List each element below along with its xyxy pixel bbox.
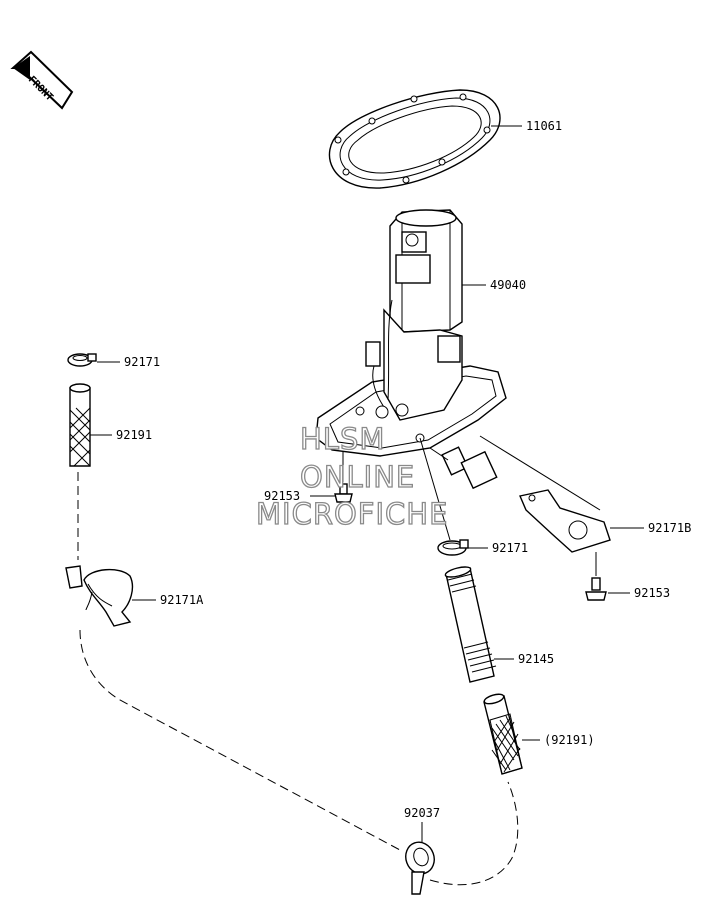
callout-92171A: 92171A <box>160 593 204 607</box>
sleeve-92191-left <box>69 383 91 467</box>
watermark: HLSM ONLINE MICROFICHE <box>255 421 448 531</box>
watermark-line-1: HLSM <box>300 422 385 456</box>
callout-92037: 92037 <box>404 806 440 820</box>
callout-92171-hose: 92171 <box>124 355 160 369</box>
callout-92191-right: (92191) <box>544 733 595 747</box>
fuel-pump-49040 <box>315 209 507 490</box>
hose-92145 <box>444 566 497 683</box>
callout-11061: 11061 <box>526 119 562 133</box>
callout-92171B: 92171B <box>648 521 691 535</box>
pump-to-clamp-line <box>419 437 451 541</box>
sleeve-92191-right <box>483 693 523 775</box>
bracket-92171B <box>519 489 611 553</box>
routing-line-lower <box>79 629 401 851</box>
callout-49040: 49040 <box>490 278 526 292</box>
watermark-line-3: MICROFICHE <box>256 497 448 531</box>
bolt-92153-right <box>585 577 607 601</box>
holder-92171A <box>65 565 134 627</box>
callout-92153-right: 92153 <box>634 586 670 600</box>
callout-92145: 92145 <box>518 652 554 666</box>
gasket-11061 <box>328 89 501 189</box>
callout-92153-left: 92153 <box>264 489 300 503</box>
watermark-line-2: ONLINE <box>300 460 415 494</box>
bracket-connector-line <box>479 435 601 511</box>
front-arrow-icon: FRONT <box>10 50 74 110</box>
clamp-92171-hose <box>67 353 97 367</box>
callout-92191-left: 92191 <box>116 428 152 442</box>
clip-92037 <box>405 841 435 895</box>
bolt-92153-left <box>334 483 353 503</box>
callout-92171-center: 92171 <box>492 541 528 555</box>
routing-line-right <box>429 781 519 886</box>
clamp-92171-center <box>437 539 469 556</box>
